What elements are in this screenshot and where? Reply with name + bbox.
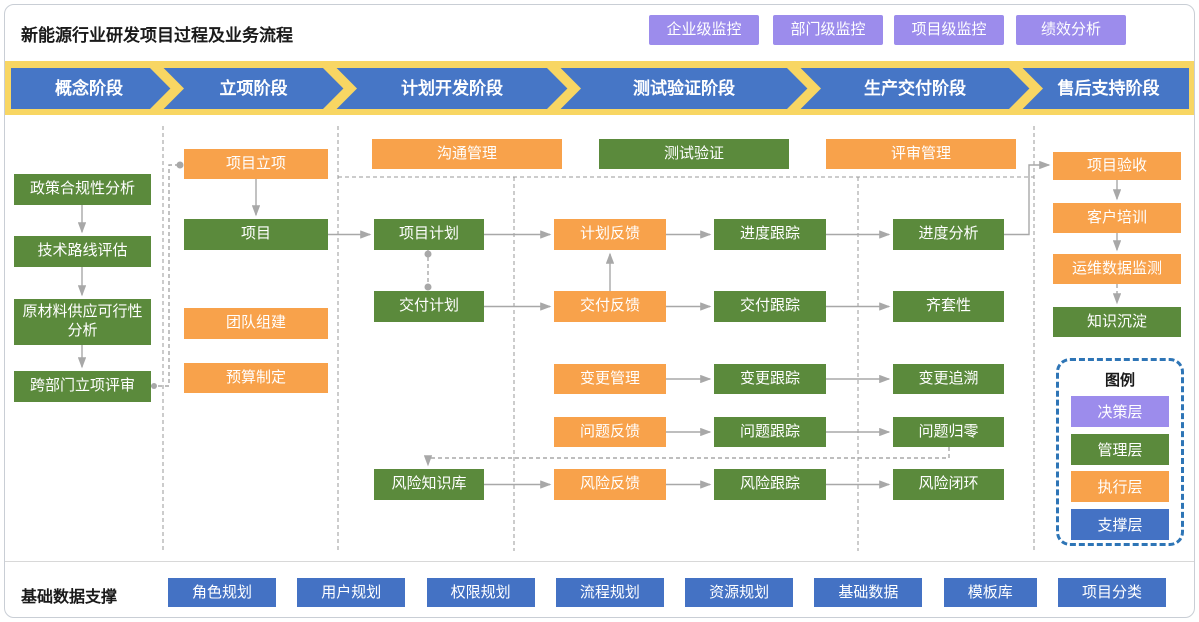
stage-production-delivery: 生产交付阶段	[864, 79, 966, 98]
node-change-tracking: 变更跟踪	[714, 364, 826, 394]
performance-analysis-button[interactable]: 绩效分析	[1016, 15, 1126, 45]
node-progress-tracking: 进度跟踪	[714, 219, 826, 250]
template-library-button[interactable]: 模板库	[943, 578, 1037, 607]
base-data-buttons: 角色规划 用户规划 权限规划 流程规划 资源规划 基础数据 模板库 项目分类	[168, 578, 1166, 607]
base-data-support-label: 基础数据支撑	[21, 589, 118, 606]
node-change-trace: 变更追溯	[893, 364, 1004, 394]
node-ops-data-monitoring: 运维数据监测	[1053, 254, 1181, 284]
page-title: 新能源行业研发项目过程及业务流程	[21, 26, 293, 45]
legend-executive-layer: 执行层	[1071, 471, 1169, 502]
project-monitor-button[interactable]: 项目级监控	[894, 15, 1004, 45]
app-frame: 新能源行业研发项目过程及业务流程 企业级监控 部门级监控 项目级监控 绩效分析 …	[4, 4, 1195, 618]
node-risk-knowledge-base: 风险知识库	[374, 469, 484, 500]
project-category-button[interactable]: 项目分类	[1057, 578, 1166, 607]
legend-support-layer: 支撑层	[1071, 509, 1169, 540]
node-project-initiation: 项目立项	[184, 149, 328, 179]
stage-plan-develop: 计划开发阶段	[401, 79, 503, 98]
stage-aftersales-support: 售后支持阶段	[1057, 79, 1160, 98]
node-material-supply-feasibility: 原材料供应可行性分析	[14, 299, 151, 345]
resource-planning-button[interactable]: 资源规划	[685, 578, 794, 607]
node-risk-tracking: 风险跟踪	[714, 469, 826, 500]
node-issue-tracking: 问题跟踪	[714, 417, 826, 447]
user-planning-button[interactable]: 用户规划	[297, 578, 406, 607]
department-monitor-button[interactable]: 部门级监控	[773, 15, 883, 45]
legend-title: 图例	[1104, 372, 1135, 389]
node-cross-dept-review: 跨部门立项评审	[14, 371, 151, 402]
node-test-verification: 测试验证	[599, 139, 789, 169]
node-progress-analysis: 进度分析	[893, 219, 1004, 250]
legend-decision-layer: 决策层	[1071, 396, 1169, 427]
role-planning-button[interactable]: 角色规划	[168, 578, 277, 607]
node-policy-compliance-analysis: 政策合规性分析	[14, 174, 151, 205]
stage-initiation: 立项阶段	[219, 79, 288, 98]
node-issue-zero: 问题归零	[893, 417, 1004, 447]
node-risk-closure: 风险闭环	[893, 469, 1004, 500]
node-budgeting: 预算制定	[184, 363, 328, 393]
process-planning-button[interactable]: 流程规划	[555, 578, 664, 607]
node-project-plan: 项目计划	[374, 219, 484, 250]
node-delivery-plan: 交付计划	[374, 291, 484, 322]
footer-divider	[5, 561, 1194, 562]
node-communication-mgmt: 沟通管理	[372, 139, 562, 169]
stage-test-verify: 测试验证阶段	[633, 79, 735, 98]
flow-canvas: 政策合规性分析 技术路线评估 原材料供应可行性分析 跨部门立项评审 项目立项 项…	[5, 116, 1194, 561]
node-risk-feedback: 风险反馈	[554, 469, 666, 500]
node-project-acceptance: 项目验收	[1053, 152, 1181, 180]
legend-management-layer: 管理层	[1071, 434, 1169, 465]
node-completeness: 齐套性	[893, 291, 1004, 322]
node-project: 项目	[184, 219, 328, 250]
legend-box: 图例 决策层 管理层 执行层 支撑层	[1056, 358, 1184, 546]
stage-banner: 概念阶段 立项阶段 计划开发阶段 测试验证阶段 生产交付阶段 售后支持阶段	[5, 61, 1194, 115]
node-tech-route-evaluation: 技术路线评估	[14, 236, 151, 267]
node-team-building: 团队组建	[184, 308, 328, 339]
node-issue-feedback: 问题反馈	[554, 417, 666, 447]
stage-bar-background	[11, 68, 1189, 109]
node-change-mgmt: 变更管理	[554, 364, 666, 394]
stage-concept: 概念阶段	[55, 79, 123, 98]
node-customer-training: 客户培训	[1053, 203, 1181, 233]
node-knowledge-deposit: 知识沉淀	[1053, 307, 1181, 337]
node-review-mgmt: 评审管理	[826, 139, 1016, 169]
base-data-button[interactable]: 基础数据	[814, 578, 923, 607]
permission-planning-button[interactable]: 权限规划	[426, 578, 535, 607]
node-delivery-tracking: 交付跟踪	[714, 291, 826, 322]
enterprise-monitor-button[interactable]: 企业级监控	[649, 15, 759, 45]
node-delivery-feedback: 交付反馈	[554, 291, 666, 322]
connector-layer	[77, 126, 1122, 551]
node-plan-feedback: 计划反馈	[554, 219, 666, 250]
